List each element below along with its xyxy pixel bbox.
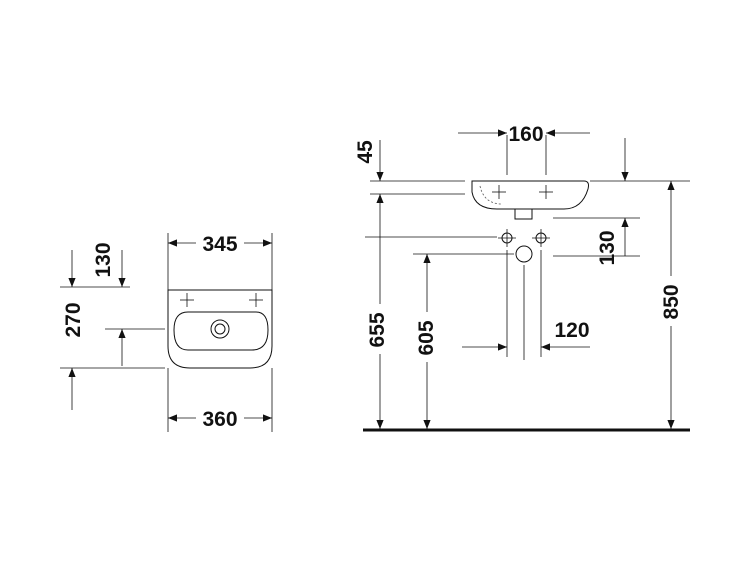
basin-bowl [173,311,269,351]
dim-height-waste-label: 605 [415,320,438,355]
supply-valve-right [532,229,550,247]
dim-rim-thickness-label: 45 [354,140,377,164]
dim-height-tap-label: 655 [366,312,389,347]
waste-spigot [514,208,533,220]
tap-hole-right [249,293,263,307]
drain-outer [210,319,230,339]
dim-bottom-width-label: 360 [202,408,237,431]
dim-waste-offset-label: 120 [554,319,589,342]
basin-side-profile [471,180,589,210]
front-view: 345 360 130 270 [60,233,273,432]
supply-valve-left [498,229,516,247]
dim-height-rim-label: 850 [660,284,683,319]
side-tap-right [539,185,553,199]
dim-supply-offset-label: 130 [596,230,619,265]
dim-tap-spacing-label: 160 [508,123,543,146]
basin-outline [167,289,273,369]
dim-depth-upper-label: 130 [92,242,115,277]
tap-hole-left [180,293,194,307]
dim-depth-total-label: 270 [62,302,85,337]
basin-inner-dashed [479,185,503,205]
side-view: 160 45 655 605 130 120 850 [354,123,690,432]
waste-outlet [515,245,533,263]
side-tap-left [492,185,506,199]
drain-inner [214,323,226,335]
dim-top-width-label: 345 [202,233,237,256]
